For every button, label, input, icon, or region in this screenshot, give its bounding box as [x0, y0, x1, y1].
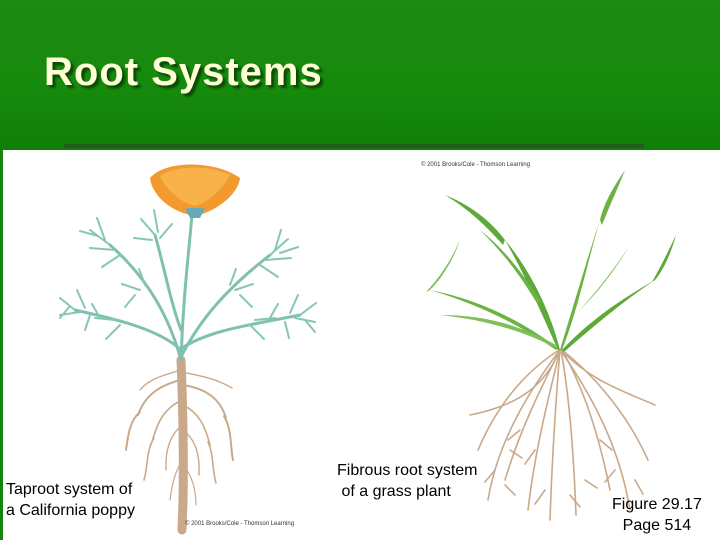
taproot-poppy-illustration	[59, 164, 317, 535]
page-number: Page 514	[622, 517, 692, 534]
left-border	[0, 150, 3, 540]
grass-blades	[426, 170, 676, 352]
fibrous-grass-illustration	[426, 170, 676, 521]
poppy-foliage	[59, 209, 317, 340]
poppy-stems	[73, 213, 302, 362]
slide-title: Root Systems	[44, 50, 323, 94]
taproot-caption: Taproot system of a California poppy	[6, 479, 135, 521]
taproot-caption-line-2: a California poppy	[6, 502, 135, 519]
figure-reference: Figure 29.17 Page 514	[612, 494, 702, 536]
figure-number: Figure 29.17	[612, 496, 702, 513]
fibrous-caption-line-1: Fibrous root system	[337, 462, 478, 479]
copyright-notice-bottom: © 2001 Brooks/Cole - Thomson Learning	[185, 521, 295, 527]
slide-header: Root Systems	[0, 0, 720, 150]
fibrous-caption-line-2: of a grass plant	[337, 483, 451, 500]
fibrous-caption: Fibrous root system of a grass plant	[337, 460, 477, 502]
poppy-flower	[150, 164, 240, 218]
copyright-notice-top: © 2001 Brooks/Cole - Thomson Learning	[421, 162, 531, 168]
taproot	[125, 355, 234, 535]
root-systems-illustration	[59, 164, 676, 535]
header-divider	[64, 144, 644, 148]
taproot-caption-line-1: Taproot system of	[6, 481, 133, 498]
fibrous-roots	[469, 349, 656, 521]
